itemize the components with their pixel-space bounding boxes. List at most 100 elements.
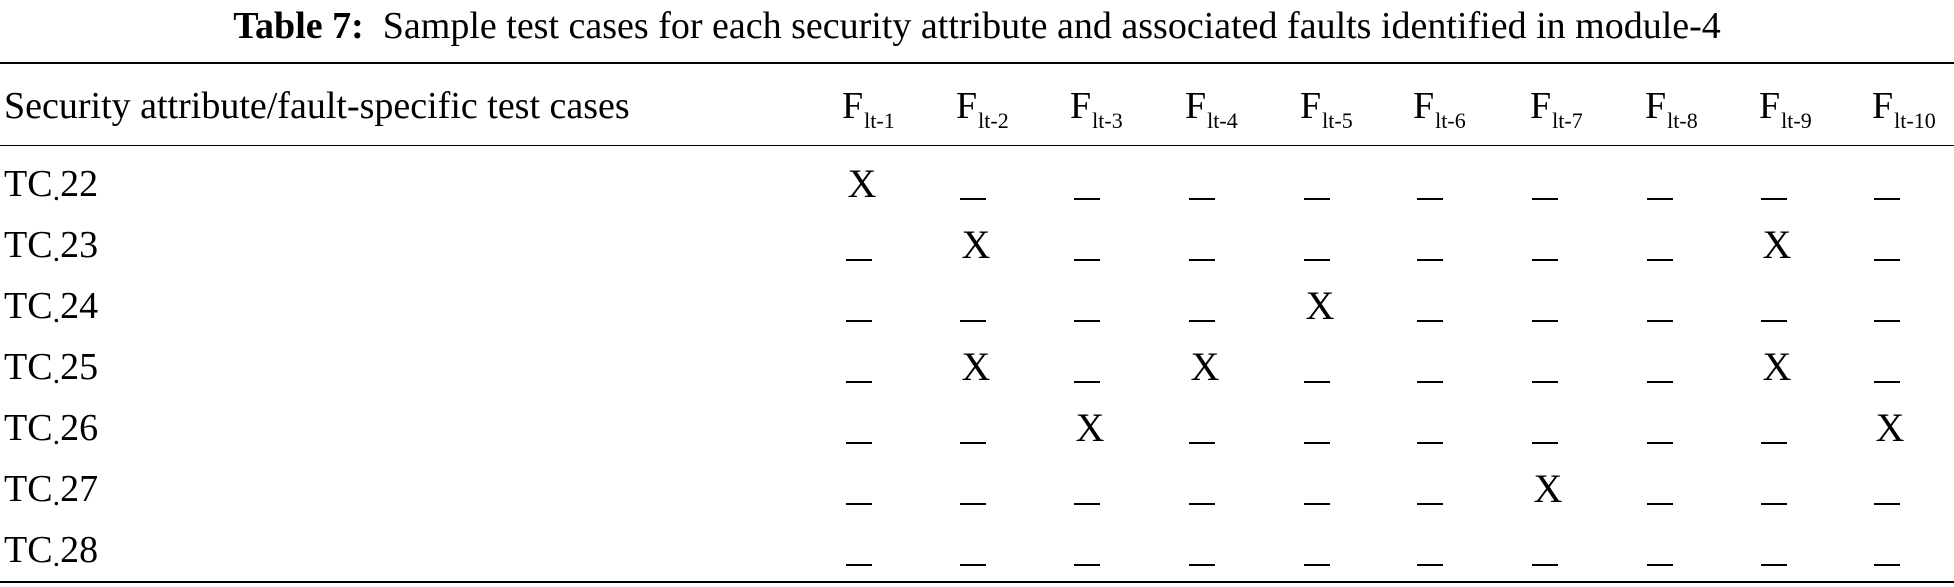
table-cell (1528, 276, 1568, 336)
header-fault-sub: lt-5 (1322, 108, 1353, 133)
test-case-separator: . (52, 479, 61, 512)
no-fault-dash (1189, 198, 1215, 200)
no-fault-dash (1189, 564, 1215, 566)
table-row: TC.28 (0, 520, 1954, 580)
test-case-label: TC.25 (4, 346, 99, 390)
header-fault-sub: lt-3 (1092, 108, 1123, 133)
table-cell (1528, 520, 1568, 580)
table-cell: X (842, 154, 882, 214)
header-fault-8: Flt-8 (1645, 78, 1698, 139)
test-case-label: TC.23 (4, 224, 99, 268)
header-first-column: Security attribute/fault-specific test c… (4, 85, 630, 127)
no-fault-dash (1874, 564, 1900, 566)
table-cell (1870, 215, 1910, 275)
no-fault-dash (1874, 198, 1900, 200)
test-case-label: TC.22 (4, 163, 99, 207)
table-cell (1528, 154, 1568, 214)
table-cell (1300, 154, 1340, 214)
no-fault-dash (1647, 442, 1673, 444)
table-cell (1870, 459, 1910, 519)
caption-lead: Table 7: (233, 5, 364, 47)
table-cell (1643, 154, 1683, 214)
no-fault-dash (846, 381, 872, 383)
header-fault-main: F (956, 85, 978, 127)
no-fault-dash (846, 442, 872, 444)
fault-detected-mark: X (1875, 405, 1905, 450)
no-fault-dash (1761, 320, 1787, 322)
no-fault-dash (1532, 442, 1558, 444)
header-fault-main: F (1185, 85, 1207, 127)
no-fault-dash (1304, 259, 1330, 261)
no-fault-dash (1304, 503, 1330, 505)
test-case-separator: . (52, 296, 61, 329)
table-cell (1528, 398, 1568, 458)
test-case-separator: . (52, 235, 61, 268)
fault-detected-mark: X (961, 344, 991, 389)
no-fault-dash (1532, 198, 1558, 200)
no-fault-dash (1417, 503, 1443, 505)
table-cell (1757, 520, 1797, 580)
header-fault-sub: lt-7 (1552, 108, 1583, 133)
table-cell (1070, 459, 1110, 519)
table-cell (1643, 215, 1683, 275)
table-cell (1300, 215, 1340, 275)
table-cell (1413, 337, 1453, 397)
table-cell (1070, 337, 1110, 397)
no-fault-dash (1532, 564, 1558, 566)
no-fault-dash (1074, 198, 1100, 200)
header-fault-main: F (1645, 85, 1667, 127)
header-fault-sub: lt-8 (1667, 108, 1698, 133)
no-fault-dash (1189, 259, 1215, 261)
header-fault-main: F (1530, 85, 1552, 127)
test-case-separator: . (52, 540, 61, 573)
header-fault-7: Flt-7 (1530, 78, 1583, 139)
no-fault-dash (960, 503, 986, 505)
test-case-label: TC.24 (4, 285, 99, 329)
no-fault-dash (1647, 381, 1673, 383)
no-fault-dash (960, 320, 986, 322)
table-cell: X (1185, 337, 1225, 397)
table-cell (1185, 276, 1225, 336)
no-fault-dash (1304, 198, 1330, 200)
table-cell (956, 520, 996, 580)
no-fault-dash (1647, 320, 1673, 322)
table-cell (1870, 337, 1910, 397)
table-cell (1870, 154, 1910, 214)
table-cell (1413, 154, 1453, 214)
no-fault-dash (1304, 564, 1330, 566)
no-fault-dash (1417, 198, 1443, 200)
no-fault-dash (1074, 503, 1100, 505)
table-cell (1643, 459, 1683, 519)
table-cell (1757, 154, 1797, 214)
header-fault-6: Flt-6 (1413, 78, 1466, 139)
table-cell (842, 215, 882, 275)
no-fault-dash (1761, 564, 1787, 566)
no-fault-dash (1417, 259, 1443, 261)
table-cell (1528, 337, 1568, 397)
no-fault-dash (1647, 503, 1673, 505)
no-fault-dash (960, 442, 986, 444)
header-fault-sub: lt-9 (1781, 108, 1812, 133)
no-fault-dash (1189, 442, 1215, 444)
test-case-separator: . (52, 357, 61, 390)
no-fault-dash (1074, 381, 1100, 383)
table-cell (1185, 398, 1225, 458)
table-cell (956, 154, 996, 214)
no-fault-dash (1304, 381, 1330, 383)
table-cell: X (1870, 398, 1910, 458)
table-cell (1870, 520, 1910, 580)
table-row: TC.22 X (0, 154, 1954, 214)
header-fault-3: Flt-3 (1070, 78, 1123, 139)
header-fault-4: Flt-4 (1185, 78, 1238, 139)
table-cell (1643, 398, 1683, 458)
table-cell (1413, 215, 1453, 275)
no-fault-dash (960, 198, 986, 200)
fault-detected-mark: X (961, 222, 991, 267)
header-fault-sub: lt-1 (864, 108, 895, 133)
no-fault-dash (1417, 381, 1443, 383)
table-cell (1185, 520, 1225, 580)
fault-detected-mark: X (1190, 344, 1220, 389)
no-fault-dash (846, 259, 872, 261)
